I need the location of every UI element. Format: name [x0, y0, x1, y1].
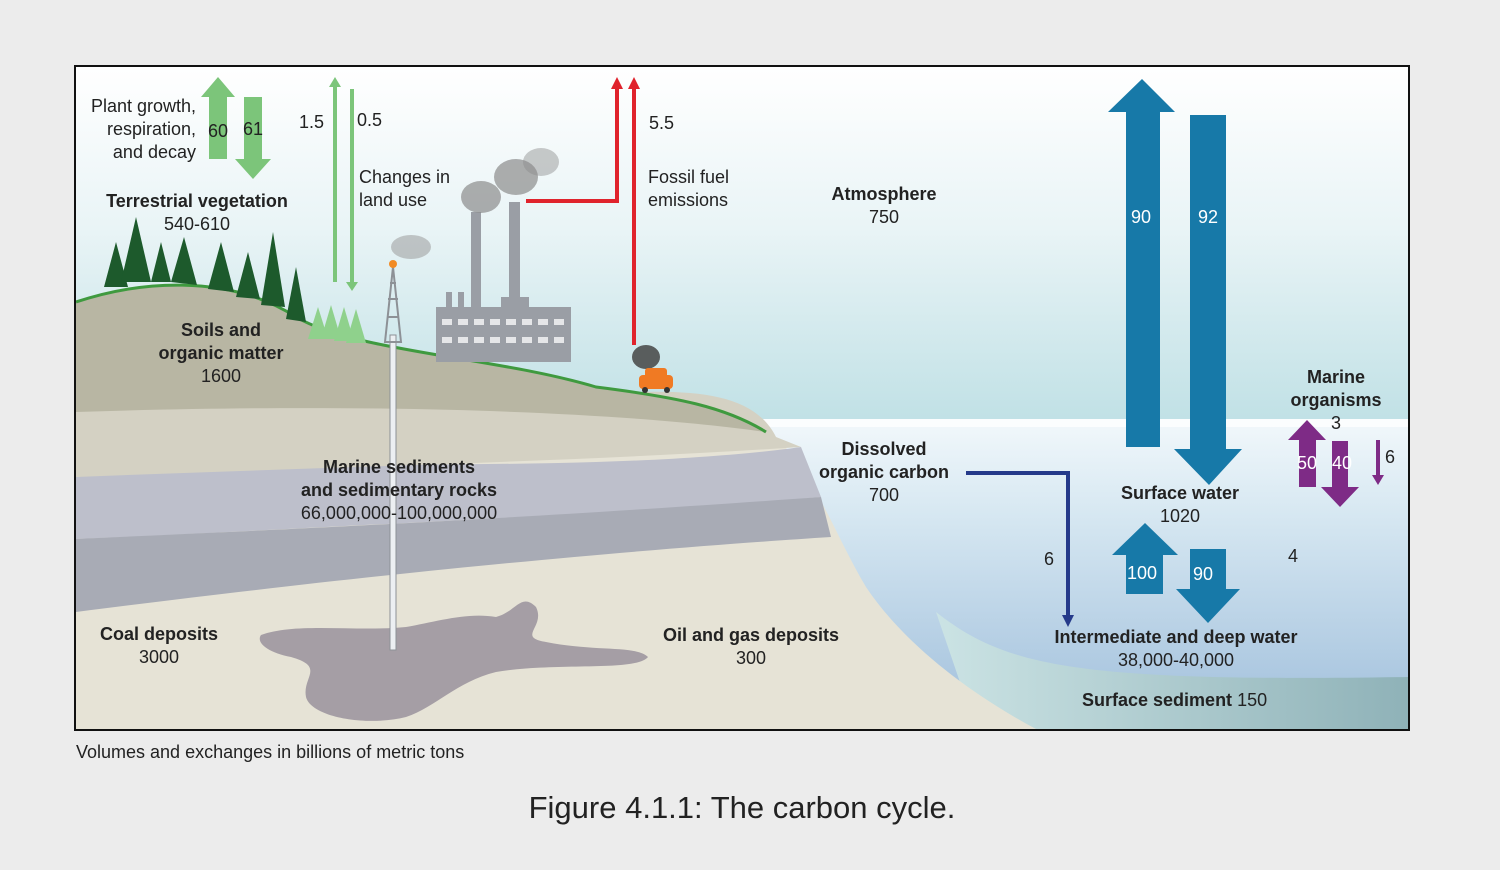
- flux-organisms-down: 40: [1332, 453, 1353, 473]
- flux-organisms-up: 50: [1297, 453, 1318, 473]
- flux-land-use-down: 0.5: [357, 110, 383, 130]
- diagram-frame: Plant growth,respiration,and decay 60 61…: [74, 65, 1410, 731]
- reservoir-surface-sediment: Surface sediment 150: [1082, 690, 1268, 710]
- flux-upwelling: 100: [1127, 563, 1158, 583]
- flux-organisms-sink: 6: [1385, 447, 1396, 467]
- label-plant-growth: Plant growth,respiration,and decay: [90, 96, 196, 162]
- diagram-background: [76, 67, 1408, 729]
- flux-fossil-fuel: 5.5: [649, 113, 675, 133]
- units-caption: Volumes and exchanges in billions of met…: [76, 742, 465, 762]
- flux-plant-down: 61: [243, 119, 264, 139]
- flux-downwelling: 90: [1193, 564, 1214, 584]
- flux-sinking-to-deep: 4: [1288, 546, 1299, 566]
- figure-title: Figure 4.1.1: The carbon cycle.: [528, 790, 956, 825]
- flux-ocean-uptake: 90: [1131, 207, 1152, 227]
- flux-ocean-release: 92: [1198, 207, 1219, 227]
- flux-land-use-up: 1.5: [299, 112, 325, 132]
- flux-plant-up: 60: [208, 121, 229, 141]
- flux-doc-to-deep: 6: [1044, 549, 1055, 569]
